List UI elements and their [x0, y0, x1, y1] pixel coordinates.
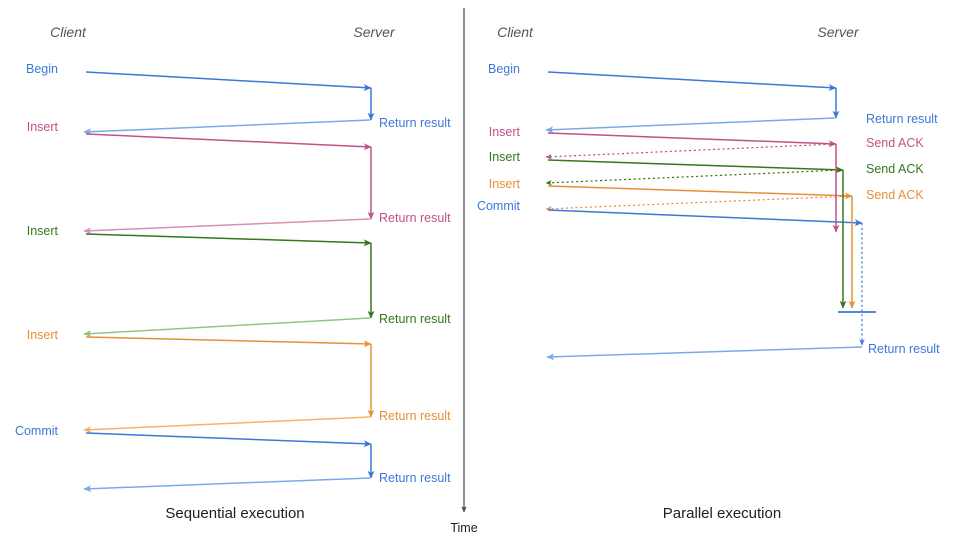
response-arrow [83, 477, 371, 493]
right-server-actor-label: Server [817, 24, 860, 40]
right-client-actor-label: Client [497, 24, 534, 40]
client-operation-label: Insert [27, 328, 59, 342]
left-panel-caption: Sequential execution [165, 505, 304, 522]
server-result-label: Return result [379, 471, 451, 485]
response-arrow [83, 317, 371, 338]
client-operation-label: Insert [27, 224, 59, 238]
ack-arrow [545, 169, 843, 186]
right-message-group-4: Commit [477, 199, 863, 227]
final-response-arrow [546, 346, 863, 361]
client-operation-label: Insert [489, 150, 521, 164]
request-arrow [85, 133, 372, 151]
server-result-label: Return result [379, 312, 451, 326]
server-result-label: Return result [379, 211, 451, 225]
request-arrow [547, 209, 863, 227]
time-axis-label: Time [450, 521, 477, 535]
final-result-label: Return result [868, 342, 940, 356]
request-arrow [85, 432, 372, 448]
left-client-actor-label: Client [50, 24, 87, 40]
request-arrow [547, 185, 853, 200]
server-result-label: Return result [379, 116, 451, 130]
server-result-label: Send ACK [866, 136, 924, 150]
server-result-label: Send ACK [866, 162, 924, 176]
left-server-actor-label: Server [353, 24, 396, 40]
server-result-label: Return result [866, 112, 938, 126]
response-arrow [83, 218, 371, 235]
request-arrow [85, 336, 372, 348]
request-arrow [547, 132, 837, 148]
time-axis-group: Time [450, 8, 478, 535]
client-operation-label: Begin [488, 62, 520, 76]
server-result-label: Return result [379, 409, 451, 423]
client-operation-label: Commit [15, 424, 59, 438]
client-operation-label: Insert [489, 125, 521, 139]
client-operation-label: Insert [27, 120, 59, 134]
client-operation-label: Insert [489, 177, 521, 191]
response-arrow [83, 416, 371, 434]
response-arrow [83, 119, 371, 136]
server-result-label: Send ACK [866, 188, 924, 202]
ack-arrow [545, 143, 836, 160]
request-arrow [85, 233, 372, 247]
request-arrow [547, 159, 844, 174]
ack-arrow [545, 195, 852, 212]
response-arrow [545, 117, 836, 134]
right-panel-caption: Parallel execution [663, 505, 781, 522]
request-arrow [547, 71, 837, 92]
client-operation-label: Commit [477, 199, 521, 213]
client-operation-label: Begin [26, 62, 58, 76]
request-arrow [85, 71, 372, 92]
